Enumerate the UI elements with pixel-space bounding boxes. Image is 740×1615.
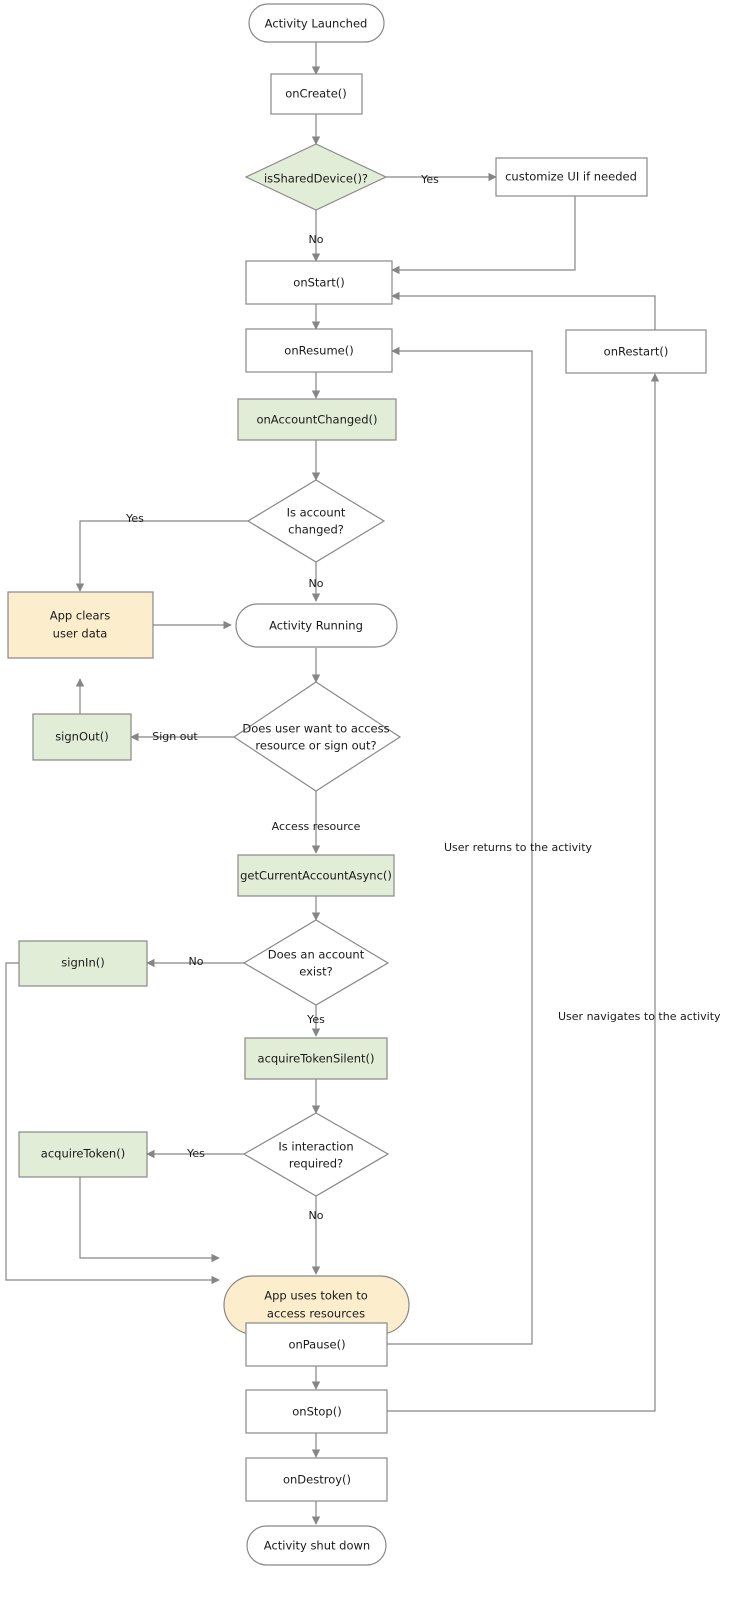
getcurrentaccountasync-label: getCurrentAccountAsync() <box>240 869 392 883</box>
app-clears-user-data-label-line2: user data <box>53 627 108 641</box>
edge-label-access-resource: Access resource <box>272 820 361 833</box>
edge-label-yes-shared-device: Yes <box>420 173 439 186</box>
node-onresume[interactable]: onResume() <box>245 328 393 373</box>
node-signout[interactable]: signOut() <box>32 713 132 761</box>
node-ondestroy[interactable]: onDestroy() <box>245 1457 388 1502</box>
app-uses-token-label-line2: access resources <box>267 1307 365 1321</box>
node-oncreate[interactable]: onCreate() <box>270 73 363 115</box>
edge-label-user-returns: User returns to the activity <box>444 841 593 854</box>
onresume-shape <box>245 328 393 373</box>
node-acquiretoken[interactable]: acquireToken() <box>18 1131 148 1178</box>
account-exists-label-line2: exist? <box>299 965 332 979</box>
edge-signin-to-appusestoken <box>5 962 220 1285</box>
node-app-clears-user-data[interactable]: App clears user data <box>7 591 154 659</box>
access-or-signout-label-line2: resource or sign out? <box>255 739 376 753</box>
node-customize-ui[interactable]: customize UI if needed <box>495 157 648 197</box>
node-isaccountchanged[interactable]: Is account changed? <box>246 479 386 563</box>
edge-label-yes-account-changed: Yes <box>125 512 144 525</box>
edge-onpause-to-onresume <box>387 346 533 1345</box>
edge-customizeui-to-onstart <box>391 196 576 275</box>
node-onstart[interactable]: onStart() <box>245 260 393 305</box>
onresume-label: onResume() <box>284 344 353 358</box>
edge-onrestart-to-onstart <box>391 291 656 330</box>
edges <box>5 42 660 1525</box>
isshareddevice-shape <box>244 143 388 211</box>
edge-label-no-account-changed: No <box>309 577 324 590</box>
acquiretoken-label: acquireToken() <box>41 1147 125 1161</box>
edge-onstop-to-onrestart <box>387 373 660 1412</box>
account-exists-shape <box>242 919 390 1006</box>
app-clears-user-data-label-line1: App clears <box>50 609 110 623</box>
node-signin[interactable]: signIn() <box>18 940 148 987</box>
node-onpause[interactable]: onPause() <box>245 1322 388 1367</box>
edge-label-no-shared-device: No <box>309 233 324 246</box>
edge-label-no-interaction: No <box>309 1209 324 1222</box>
onpause-shape <box>245 1322 388 1367</box>
onrestart-label: onRestart() <box>604 345 669 359</box>
activity-running-shape <box>235 603 398 648</box>
onpause-label: onPause() <box>288 1338 345 1352</box>
ondestroy-shape <box>245 1457 388 1502</box>
edge-isaccountchanged-yes-to-appclears <box>75 520 261 592</box>
interaction-required-label-line1: Is interaction <box>278 1140 353 1154</box>
node-onaccountchanged[interactable]: onAccountChanged() <box>237 398 397 441</box>
activity-launched-label: Activity Launched <box>265 17 368 31</box>
onaccountchanged-shape <box>237 398 397 441</box>
activity-launched-shape <box>248 3 385 43</box>
oncreate-label: onCreate() <box>285 87 347 101</box>
node-onrestart[interactable]: onRestart() <box>565 329 707 374</box>
app-clears-user-data-shape <box>7 591 154 659</box>
signout-shape <box>32 713 132 761</box>
account-exists-label-line1: Does an account <box>268 948 365 962</box>
node-activity-running[interactable]: Activity Running <box>235 603 398 648</box>
isaccountchanged-shape <box>246 479 386 563</box>
customize-ui-label: customize UI if needed <box>505 170 637 184</box>
access-or-signout-shape <box>232 681 402 792</box>
node-onstop[interactable]: onStop() <box>245 1389 388 1434</box>
isaccountchanged-label-line2: changed? <box>288 523 344 537</box>
activity-shut-down-shape <box>246 1525 387 1566</box>
onstart-label: onStart() <box>293 276 344 290</box>
node-isshareddevice[interactable]: isSharedDevice()? <box>244 143 388 211</box>
edge-label-sign-out: Sign out <box>152 730 198 743</box>
edge-label-no-account-exists: No <box>189 955 204 968</box>
node-activity-launched[interactable]: Activity Launched <box>248 3 385 43</box>
app-uses-token-label-line1: App uses token to <box>264 1289 367 1303</box>
edge-labels: Yes No Yes No Sign out Access resource N… <box>125 173 721 1222</box>
node-activity-shut-down[interactable]: Activity shut down <box>246 1525 387 1566</box>
interaction-required-label-line2: required? <box>289 1157 343 1171</box>
edge-label-user-navigates: User navigates to the activity <box>558 1010 721 1023</box>
node-account-exists[interactable]: Does an account exist? <box>242 919 390 1006</box>
acquiretokensilent-shape <box>244 1037 388 1080</box>
signin-label: signIn() <box>61 956 104 970</box>
isaccountchanged-label-line1: Is account <box>287 506 346 520</box>
isshareddevice-label: isSharedDevice()? <box>264 172 368 186</box>
interaction-required-shape <box>242 1112 390 1197</box>
customize-ui-shape <box>495 157 648 197</box>
node-app-uses-token[interactable]: App uses token to access resources <box>223 1275 410 1335</box>
edge-label-yes-account-exists: Yes <box>306 1013 325 1026</box>
signout-label: signOut() <box>55 730 109 744</box>
onstart-shape <box>245 260 393 305</box>
activity-shut-down-label: Activity shut down <box>264 1539 370 1553</box>
edge-label-yes-interaction: Yes <box>186 1147 205 1160</box>
acquiretoken-shape <box>18 1131 148 1178</box>
onaccountchanged-label: onAccountChanged() <box>256 413 377 427</box>
access-or-signout-label-line1: Does user want to access <box>242 722 389 736</box>
ondestroy-label: onDestroy() <box>283 1473 351 1487</box>
acquiretokensilent-label: acquireTokenSilent() <box>258 1052 375 1066</box>
node-getcurrentaccountasync[interactable]: getCurrentAccountAsync() <box>237 854 395 897</box>
node-interaction-required[interactable]: Is interaction required? <box>242 1112 390 1197</box>
edge-acquiretoken-to-appusestoken <box>79 1177 220 1263</box>
node-acquiretokensilent[interactable]: acquireTokenSilent() <box>244 1037 388 1080</box>
onrestart-shape <box>565 329 707 374</box>
onstop-label: onStop() <box>292 1405 341 1419</box>
node-access-or-signout[interactable]: Does user want to access resource or sig… <box>232 681 402 792</box>
activity-running-label: Activity Running <box>269 619 363 633</box>
onstop-shape <box>245 1389 388 1434</box>
signin-shape <box>18 940 148 987</box>
getcurrentaccountasync-shape <box>237 854 395 897</box>
oncreate-shape <box>270 73 363 115</box>
